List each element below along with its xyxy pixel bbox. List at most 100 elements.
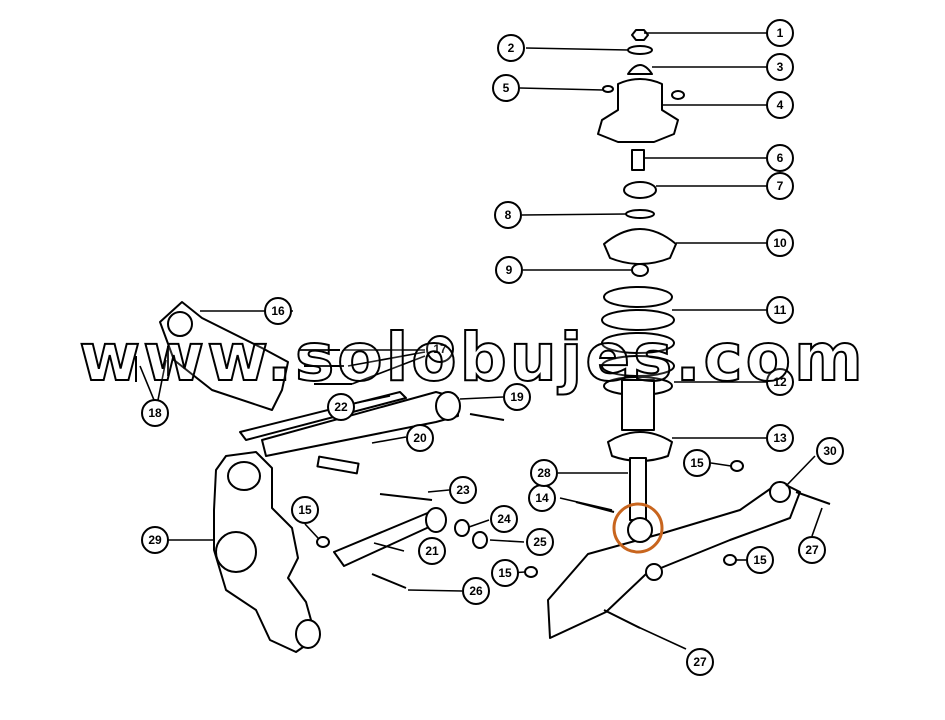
- nut-25: [472, 531, 488, 549]
- svg-text:30: 30: [823, 444, 837, 458]
- svg-text:6: 6: [777, 151, 784, 165]
- shock-lower-bushing: [627, 517, 653, 543]
- shock-rod: [629, 457, 647, 521]
- svg-text:4: 4: [777, 98, 784, 112]
- bolt-27-a: [795, 491, 831, 505]
- highlight-ring: [612, 502, 664, 554]
- svg-text:13: 13: [773, 431, 787, 445]
- svg-text:14: 14: [535, 491, 549, 505]
- callout-22: 22: [327, 393, 355, 421]
- callout-13: 13: [766, 424, 794, 452]
- callout-6: 6: [766, 144, 794, 172]
- callout-12: 12: [766, 368, 794, 396]
- callout-21: 21: [418, 537, 446, 565]
- callout-9: 9: [495, 256, 523, 284]
- arm-bushing-rear: [645, 563, 663, 581]
- parts-drawing: [135, 29, 831, 653]
- svg-text:10: 10: [773, 236, 787, 250]
- nut-24: [454, 519, 470, 537]
- bolt-19-shank: [469, 413, 505, 421]
- svg-text:8: 8: [505, 208, 512, 222]
- callout-26: 26: [462, 577, 490, 605]
- knuckle: [213, 451, 317, 653]
- svg-text:7: 7: [777, 179, 784, 193]
- upper-bushing: [627, 64, 653, 75]
- svg-text:16: 16: [271, 304, 285, 318]
- top-washer: [627, 45, 653, 55]
- knuckle-top-bushing: [227, 461, 261, 491]
- svg-text:25: 25: [533, 535, 547, 549]
- callout-17: 17: [426, 335, 454, 363]
- svg-text:15: 15: [753, 553, 767, 567]
- leader-lines: [139, 32, 823, 650]
- lower-spring-seat: [607, 431, 673, 462]
- callout-24: 24: [490, 505, 518, 533]
- callout-27-bottom: 27: [686, 648, 714, 676]
- nut-15-c: [730, 460, 744, 472]
- svg-text:15: 15: [298, 503, 312, 517]
- toe-link: [261, 391, 459, 457]
- callout-5: 5: [492, 74, 520, 102]
- callout-10: 10: [766, 229, 794, 257]
- callout-27-right: 27: [798, 536, 826, 564]
- svg-text:11: 11: [774, 303, 787, 317]
- svg-text:9: 9: [506, 263, 513, 277]
- callout-30: 30: [816, 437, 844, 465]
- callout-28: 28: [530, 459, 558, 487]
- svg-text:20: 20: [413, 431, 427, 445]
- svg-text:27: 27: [693, 655, 707, 669]
- callout-19: 19: [503, 383, 531, 411]
- nut-15-a: [316, 536, 330, 548]
- svg-text:17: 17: [433, 342, 447, 356]
- arm-bushing-front: [769, 481, 791, 503]
- knuckle-bore: [215, 531, 257, 573]
- svg-text:26: 26: [469, 584, 483, 598]
- callout-14: 14: [528, 484, 556, 512]
- bolt-26: [371, 573, 407, 589]
- svg-text:15: 15: [690, 456, 704, 470]
- bolt-23: [379, 493, 433, 501]
- trailing-link-bushing: [425, 507, 447, 533]
- shock-body: [621, 379, 655, 431]
- svg-text:27: 27: [805, 543, 819, 557]
- bolt-27-b: [603, 609, 641, 629]
- svg-text:28: 28: [537, 466, 551, 480]
- callout-3: 3: [766, 53, 794, 81]
- svg-text:3: 3: [777, 60, 784, 74]
- nut-15-b: [524, 566, 538, 578]
- callout-16: 16: [264, 297, 292, 325]
- coil-spring: [601, 286, 675, 396]
- callout-2: 2: [497, 34, 525, 62]
- svg-text:5: 5: [503, 81, 510, 95]
- callout-15-right-top: 15: [683, 449, 711, 477]
- callouts: 1 2 3 4 5 6 7 8 9 10 11 12 13 14 15 15 1…: [141, 19, 844, 676]
- svg-text:21: 21: [425, 544, 439, 558]
- knuckle-lower-bushing: [295, 619, 321, 649]
- callout-25: 25: [526, 528, 554, 556]
- callout-29: 29: [141, 526, 169, 554]
- callout-15-center: 15: [491, 559, 519, 587]
- bolt-20: [316, 455, 360, 475]
- svg-text:18: 18: [148, 406, 162, 420]
- nut-15-d: [723, 554, 737, 566]
- callout-8: 8: [494, 201, 522, 229]
- callout-15-right-bottom: 15: [746, 546, 774, 574]
- callout-15-left: 15: [291, 496, 319, 524]
- jounce-bumper: [631, 263, 649, 277]
- nut-5: [602, 85, 614, 93]
- top-nut: [631, 29, 649, 41]
- svg-text:2: 2: [508, 41, 515, 55]
- callout-18: 18: [141, 399, 169, 427]
- svg-text:22: 22: [334, 400, 348, 414]
- toe-link-bushing: [435, 391, 461, 421]
- callout-4: 4: [766, 91, 794, 119]
- svg-text:15: 15: [498, 566, 512, 580]
- callout-11: 11: [766, 296, 794, 324]
- svg-text:29: 29: [148, 533, 162, 547]
- callout-20: 20: [406, 424, 434, 452]
- upper-mount: [597, 78, 679, 143]
- spacer-sleeve: [631, 149, 645, 171]
- flat-washer: [625, 209, 655, 219]
- mount-stud-nut: [671, 90, 685, 100]
